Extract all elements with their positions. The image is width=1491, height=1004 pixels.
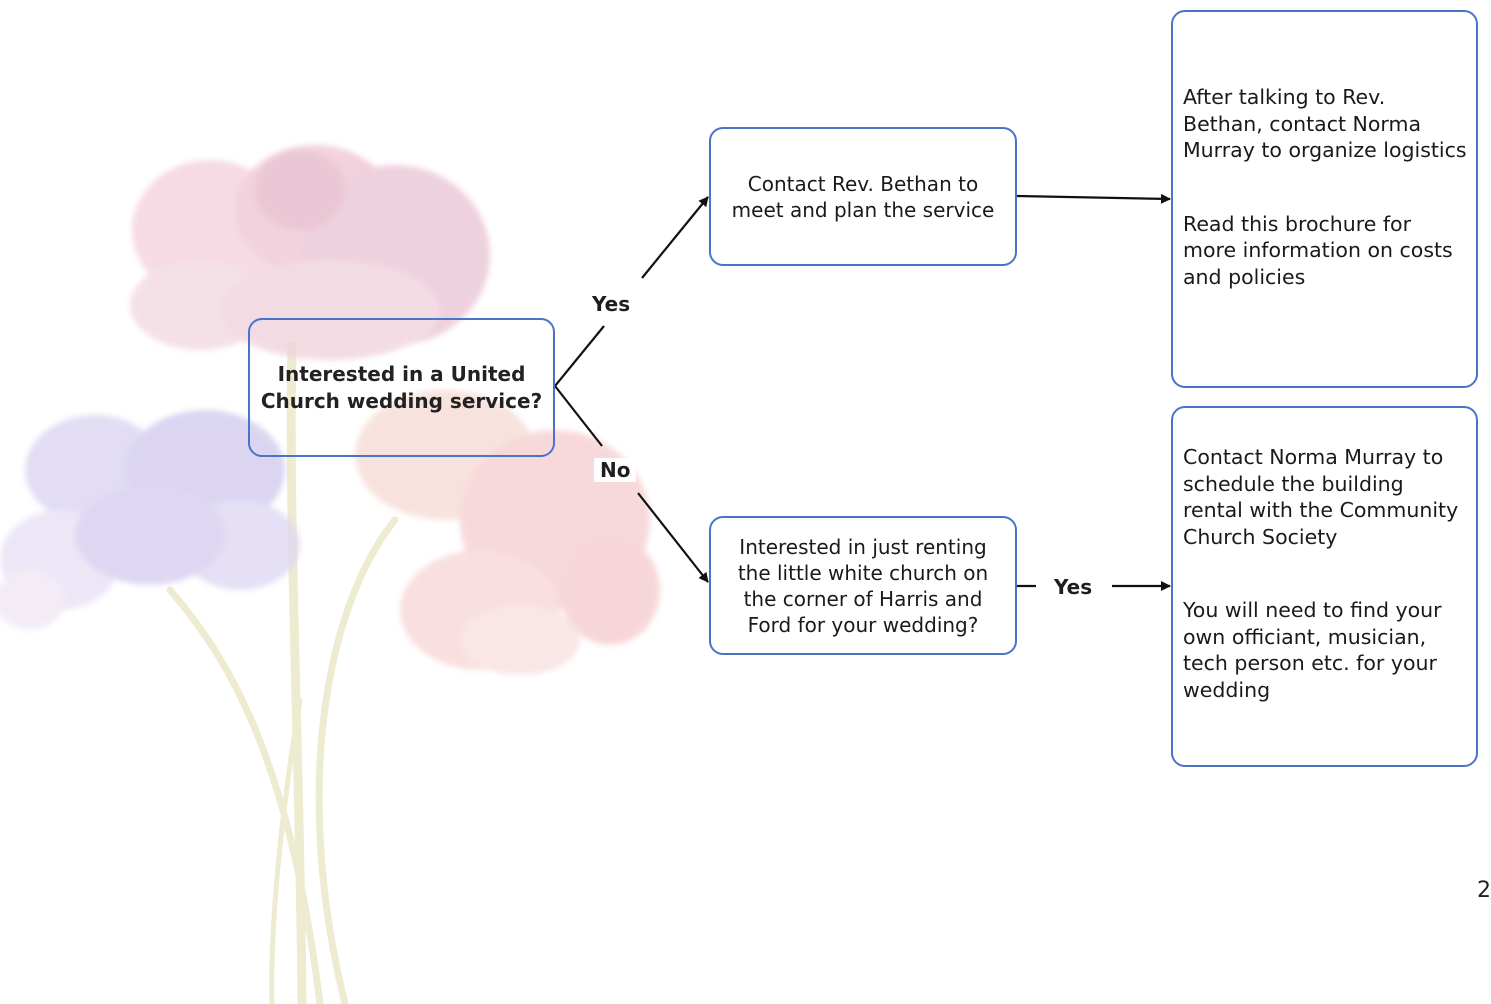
no-label: No [594,458,637,482]
brochure-info-text[interactable]: Read this brochure for more information … [1183,211,1453,289]
contact-to-info-arrow [1016,193,1171,204]
rent-church-question-box: Interested in just renting the little wh… [709,516,1017,655]
wedding-service-question-box: Interested in a United Church wedding se… [248,318,555,457]
rental-schedule-text: Contact Norma Murray to schedule the bui… [1183,445,1459,549]
flower-stems [166,340,399,1004]
yes-branch-line-lower [554,325,605,387]
rental-info-box: Contact Norma Murray to schedule the bui… [1171,406,1478,767]
no-branch-arrow [637,492,709,583]
logistics-info-box: After talking to Rev. Bethan, contact No… [1171,10,1478,388]
rent-yes-label: Yes [1048,575,1099,599]
lilac-flower [0,410,300,630]
contact-rev-bethan-box: Contact Rev. Bethan to meet and plan the… [709,127,1017,266]
no-branch-line-upper [554,385,603,447]
contact-rev-bethan-text: Contact Rev. Bethan to meet and plan the… [731,171,995,222]
yes-label: Yes [586,292,637,316]
rent-church-question-text: Interested in just renting the little wh… [737,534,989,637]
wedding-service-question-text: Interested in a United Church wedding se… [260,361,543,413]
pink-flower [130,145,490,360]
page-number: 2 [1477,878,1491,903]
own-officiant-text: You will need to find your own officiant… [1183,598,1442,702]
logistics-info-text: After talking to Rev. Bethan, contact No… [1183,85,1467,162]
yes-branch-arrow [641,196,709,279]
